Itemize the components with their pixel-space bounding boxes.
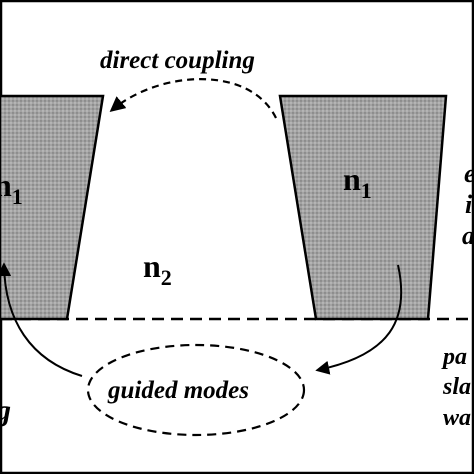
guided-modes-label: guided modes (107, 377, 249, 404)
direct-coupling-arrow (109, 78, 277, 119)
left-waveguide (0, 94, 105, 321)
right-upper-fragment-1: e (464, 159, 474, 188)
guided-modes-ellipse (86, 343, 306, 437)
n1-left-label: n1 (0, 167, 23, 209)
right-upper-fragment-3: a (462, 221, 474, 250)
direct-coupling-label: direct coupling (100, 47, 255, 74)
left-edge-fragment: g (0, 394, 11, 427)
right-lower-fragment-2: sla (442, 374, 471, 400)
right-lower-fragment-1: pa (441, 344, 467, 370)
right-lower-fragment-3: wa (443, 405, 471, 431)
right-waveguide (278, 94, 448, 321)
n2-label: n2 (143, 248, 172, 290)
right-to-modes-arrow (315, 264, 403, 375)
right-upper-fragment-2: i (465, 190, 473, 219)
modes-to-left-arrow (0, 262, 83, 377)
n1-right-label: n1 (343, 161, 372, 203)
